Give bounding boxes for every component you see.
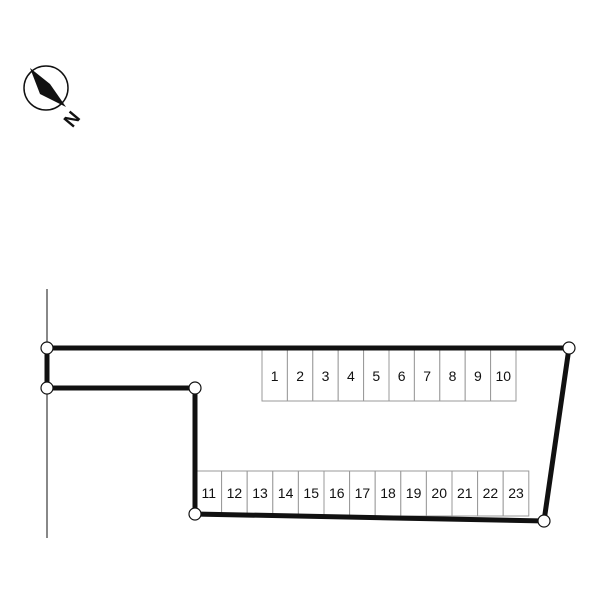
parking-stall-number: 5 <box>372 368 380 384</box>
parking-stall-number: 2 <box>296 368 304 384</box>
corner-marker <box>537 514 551 528</box>
compass-needle-icon <box>30 68 66 107</box>
parking-stall-number: 9 <box>474 368 482 384</box>
parking-stall-number: 10 <box>496 368 512 384</box>
corner-marker <box>188 381 202 395</box>
parking-stall-number: 23 <box>508 485 524 501</box>
parking-row-top: 1 2 3 4 5 6 7 8 9 10 <box>261 348 517 402</box>
parking-stall-number: 6 <box>398 368 406 384</box>
compass: N <box>23 65 85 132</box>
parking-stall-number: 16 <box>329 485 345 501</box>
parking-stall-number: 20 <box>431 485 447 501</box>
parking-stall <box>297 470 325 517</box>
parking-stall <box>246 470 274 517</box>
parking-stall-number: 18 <box>380 485 396 501</box>
parking-stall-number: 11 <box>202 485 217 501</box>
parking-stall-number: 3 <box>322 368 330 384</box>
parking-stall-number: 7 <box>423 368 431 384</box>
corner-marker <box>188 507 202 521</box>
parking-stall <box>464 348 492 402</box>
parking-stall-number: 14 <box>278 485 294 501</box>
parking-stall-number: 22 <box>483 485 499 501</box>
parking-stall <box>425 470 453 517</box>
parking-stall-number: 8 <box>449 368 457 384</box>
parking-stall <box>451 470 479 517</box>
parking-stall-number: 13 <box>252 485 268 501</box>
parking-row-bottom: 11 12 13 14 15 16 17 18 19 20 21 22 23 <box>195 470 530 517</box>
parking-stall-number: 19 <box>406 485 422 501</box>
parking-stall <box>502 470 530 517</box>
parking-stall-number: 12 <box>227 485 243 501</box>
parking-stall-number: 1 <box>271 368 279 384</box>
parking-stall-number: 17 <box>355 485 371 501</box>
parking-stall <box>323 470 351 517</box>
corner-marker <box>562 341 576 355</box>
corner-marker <box>40 341 54 355</box>
parking-stall-number: 4 <box>347 368 355 384</box>
corner-marker <box>40 381 54 395</box>
parking-stall-number: 15 <box>303 485 319 501</box>
parking-stall <box>490 348 517 402</box>
compass-north-label: N <box>60 108 85 132</box>
parking-stall <box>477 470 504 517</box>
parking-stall <box>374 470 402 517</box>
parking-stall-number: 21 <box>457 485 473 501</box>
parking-stall <box>195 470 223 517</box>
parking-stall <box>400 470 427 517</box>
